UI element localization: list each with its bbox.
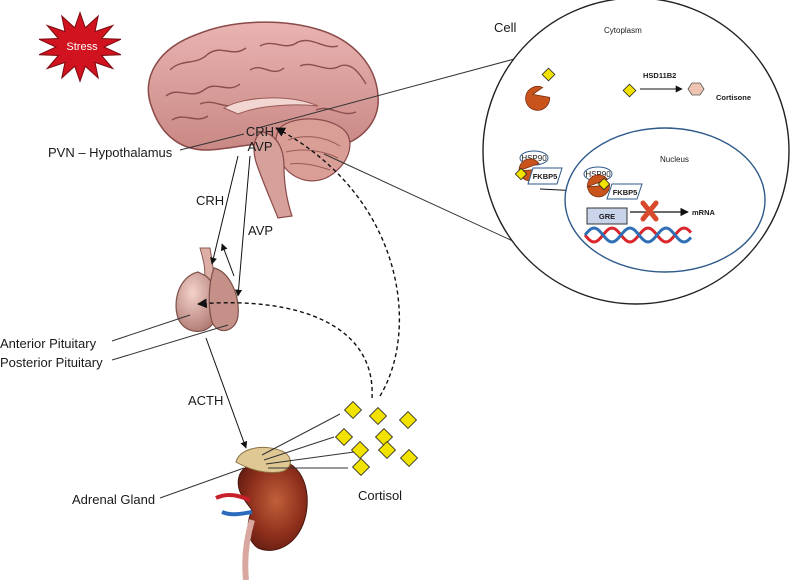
cortisol-label: Cortisol	[358, 488, 402, 503]
hypothalamus-avp-label: AVP	[247, 139, 272, 154]
cortisol-molecule-icon	[343, 400, 363, 420]
glucocorticoid-receptor-icon	[525, 85, 550, 111]
stress-starburst-icon	[38, 11, 122, 83]
avp-arrow	[235, 155, 251, 297]
portal-arrow	[220, 243, 235, 277]
cortisol-molecules	[334, 400, 419, 477]
cortisone-molecule-icon	[687, 82, 705, 96]
adrenal-cap	[235, 446, 291, 473]
brain-gyri	[165, 39, 367, 121]
renal-artery	[215, 492, 251, 502]
cortisol-molecule-icon	[374, 427, 394, 447]
dna-strand-blue	[583, 226, 693, 244]
nucleus-envelope	[564, 127, 766, 273]
pituitary-gland	[175, 247, 239, 332]
hsd11b2-label: HSD11B2	[643, 71, 676, 80]
cortisol-molecule-icon	[351, 457, 371, 477]
cortisol-molecule-icon	[377, 440, 397, 460]
stress-burst: Stress	[38, 11, 122, 83]
adrenal-leader-line	[159, 467, 245, 499]
kidney	[237, 459, 308, 551]
cytoplasm-label: Cytoplasm	[604, 26, 642, 35]
renal-vein	[221, 510, 253, 517]
cell-inset: Cell Cytoplasm HSD11B2 Cortisone HSP90 F…	[482, 0, 790, 305]
ureter	[242, 519, 255, 581]
fkbp5-label: FKBP5	[533, 172, 558, 181]
fkbp5-cochaperone-icon	[527, 167, 563, 185]
nuclear-fkbp5-label: FKBP5	[613, 188, 638, 197]
posterior-pituitary-label: Posterior Pituitary	[0, 355, 103, 370]
hypothalamus-crh-label: CRH	[246, 124, 274, 139]
cerebellum	[275, 118, 351, 182]
brain-cerebrum	[147, 21, 379, 151]
gre-label: GRE	[599, 212, 615, 221]
cortisol-molecule-icon	[514, 167, 528, 181]
adrenal-kidney-illustration	[215, 446, 308, 581]
crh-arrow	[210, 155, 239, 265]
adrenal-gland-label: Adrenal Gland	[72, 492, 155, 507]
pvn-leader-line	[179, 133, 245, 151]
anterior-pituitary-label: Anterior Pituitary	[0, 336, 97, 351]
blocked-x-icon	[640, 200, 659, 222]
hsp90-label: HSP90	[521, 154, 547, 163]
crh-pathway-label: CRH	[196, 193, 224, 208]
cortisol-release-lines	[261, 413, 355, 469]
cell-zoom-line-top	[257, 57, 519, 129]
brainstem	[253, 131, 293, 219]
anterior-leader-line	[111, 314, 191, 342]
cortisol-molecule-icon	[622, 83, 637, 98]
cortisol-molecule-icon	[399, 448, 419, 468]
cortisol-molecule-icon	[350, 440, 370, 460]
cortisol-molecule-icon	[368, 406, 388, 426]
cell-title: Cell	[494, 20, 517, 35]
nucleus-label: Nucleus	[660, 155, 689, 164]
stress-label: Stress	[66, 41, 98, 53]
brain-illustration: CRH AVP	[147, 21, 379, 219]
cortisone-label: Cortisone	[716, 93, 751, 102]
cortisol-molecule-icon	[597, 177, 611, 191]
posterior-pituitary-lobe	[208, 267, 239, 332]
cortisol-molecule-icon	[334, 427, 354, 447]
acth-label: ACTH	[188, 393, 223, 408]
posterior-leader-line	[111, 324, 229, 361]
cortisol-molecule-icon	[398, 410, 418, 430]
cortisol-molecule-icon	[541, 67, 556, 82]
gre-box	[586, 207, 628, 225]
mrna-label: mRNA	[692, 208, 716, 217]
acth-arrow	[205, 337, 248, 449]
fkbp5-cochaperone-icon	[606, 183, 643, 200]
cell-zoom-line-bottom	[323, 153, 529, 249]
corpus-callosum	[222, 97, 319, 115]
pvn-hypothalamus-label: PVN – Hypothalamus	[48, 145, 173, 160]
avp-pathway-label: AVP	[248, 223, 273, 238]
